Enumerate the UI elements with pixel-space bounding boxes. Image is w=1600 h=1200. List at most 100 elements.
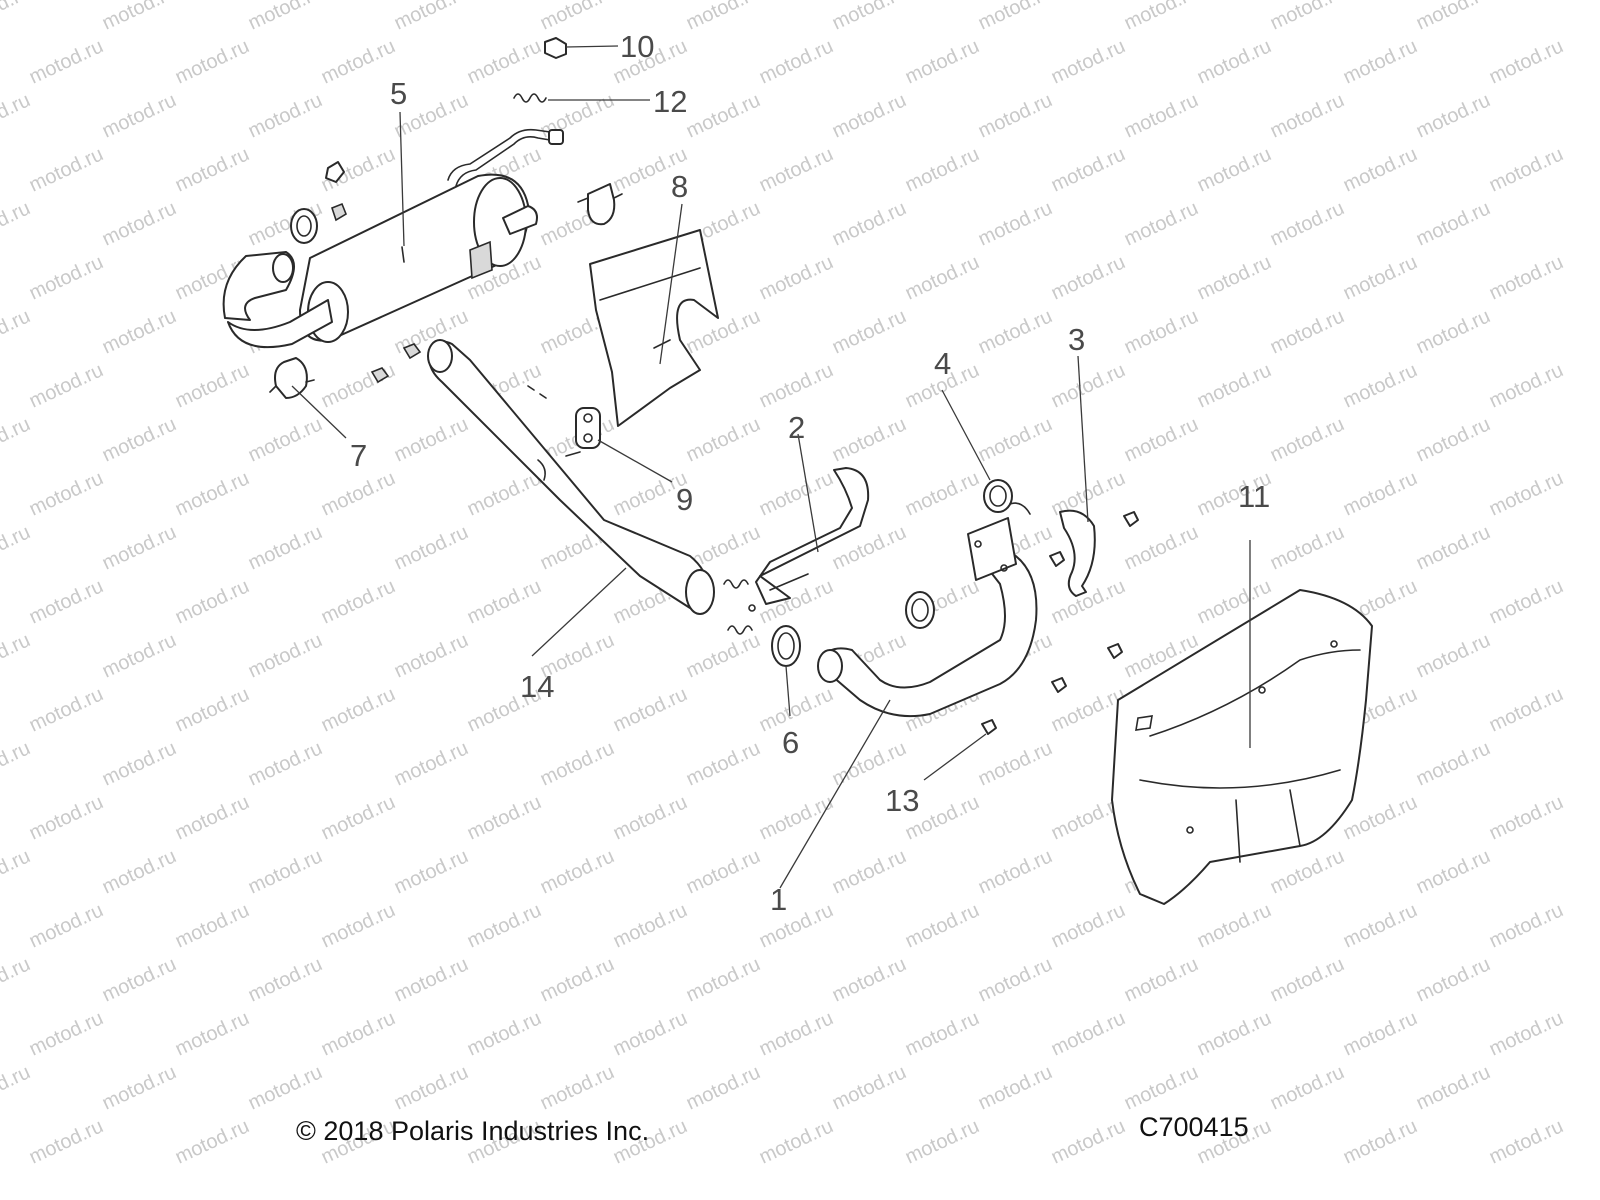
watermark-text: motod.ru	[0, 629, 34, 682]
watermark-text: motod.ru	[902, 467, 983, 520]
watermark-text: motod.ru	[756, 467, 837, 520]
watermark-text: motod.ru	[245, 0, 326, 35]
watermark-text: motod.ru	[99, 737, 180, 790]
watermark-text: motod.ru	[1121, 0, 1202, 35]
watermark-text: motod.ru	[756, 35, 837, 88]
watermark-text: motod.ru	[537, 953, 618, 1006]
watermark-text: motod.ru	[756, 1007, 837, 1060]
watermark-text: motod.ru	[0, 1061, 34, 1114]
watermark-text: motod.ru	[683, 629, 764, 682]
watermark-text: motod.ru	[391, 1061, 472, 1114]
watermark-text: motod.ru	[1194, 359, 1275, 412]
watermark-text: motod.ru	[537, 1061, 618, 1114]
callout-13: 13	[885, 783, 919, 818]
watermark-text: motod.ru	[1486, 1115, 1567, 1168]
watermark-text: motod.ru	[1340, 359, 1421, 412]
watermark-text: motod.ru	[1340, 899, 1421, 952]
watermark-text: motod.ru	[172, 1007, 253, 1060]
watermark-text: motod.ru	[99, 953, 180, 1006]
watermark-text: motod.ru	[1340, 143, 1421, 196]
watermark-text: motod.ru	[683, 737, 764, 790]
heat-shield-lower	[1111, 540, 1373, 905]
watermark-text: motod.ru	[1486, 683, 1567, 736]
exhaust-gasket	[771, 625, 801, 717]
watermark-text: motod.ru	[391, 953, 472, 1006]
watermark-text: motod.ru	[1267, 1061, 1348, 1114]
watermark-text: motod.ru	[1048, 1115, 1129, 1168]
rubber-isolator	[565, 407, 673, 483]
watermark-text: motod.ru	[99, 845, 180, 898]
watermark-text: motod.ru	[99, 1061, 180, 1114]
muffler	[222, 128, 564, 349]
watermark-text: motod.ru	[683, 89, 764, 142]
watermark-text: motod.ru	[1340, 251, 1421, 304]
watermark-text: motod.ru	[683, 953, 764, 1006]
watermark-text: motod.ru	[391, 845, 472, 898]
watermark-text: motod.ru	[172, 899, 253, 952]
watermark-text: motod.ru	[0, 521, 34, 574]
exhaust-pipe-rear	[427, 339, 715, 657]
watermark-text: motod.ru	[0, 413, 34, 466]
heat-shield-upper	[589, 229, 719, 427]
watermark-text: motod.ru	[683, 845, 764, 898]
watermark-text: motod.ru	[1194, 1007, 1275, 1060]
watermark-text: motod.ru	[610, 683, 691, 736]
watermark-text: motod.ru	[0, 0, 34, 35]
watermark-text: motod.ru	[99, 0, 180, 35]
watermark-text: motod.ru	[0, 89, 34, 142]
callout-6: 6	[782, 725, 799, 760]
watermark-text: motod.ru	[1048, 1007, 1129, 1060]
watermark-text: motod.ru	[1048, 575, 1129, 628]
watermark-text: motod.ru	[318, 791, 399, 844]
watermark-text: motod.ru	[1413, 737, 1494, 790]
watermark-text: motod.ru	[1267, 953, 1348, 1006]
watermark-text: motod.ru	[829, 89, 910, 142]
watermark-text: motod.ru	[1413, 845, 1494, 898]
watermark-text: motod.ru	[0, 845, 34, 898]
watermark-text: motod.ru	[245, 845, 326, 898]
watermark-text: motod.ru	[245, 521, 326, 574]
watermark-text: motod.ru	[26, 35, 107, 88]
watermark-text: motod.ru	[829, 413, 910, 466]
watermark-text: motod.ru	[26, 683, 107, 736]
watermark-text: motod.ru	[829, 0, 910, 35]
watermark-text: motod.ru	[902, 1007, 983, 1060]
callout-1: 1	[770, 882, 787, 917]
callout-3: 3	[1068, 322, 1085, 357]
watermark-text: motod.ru	[26, 1007, 107, 1060]
exhaust-header-pipe	[779, 517, 1038, 889]
pipe-heat-shield	[755, 433, 870, 605]
watermark-text: motod.ru	[26, 899, 107, 952]
watermark-text: motod.ru	[1194, 899, 1275, 952]
watermark-text: motod.ru	[1267, 845, 1348, 898]
watermark-text: motod.ru	[829, 1061, 910, 1114]
watermark-text: motod.ru	[172, 791, 253, 844]
watermark-text: motod.ru	[464, 575, 545, 628]
watermark-text: motod.ru	[172, 143, 253, 196]
watermark-text: motod.ru	[464, 1007, 545, 1060]
callout-11: 11	[1238, 479, 1270, 514]
watermark-text: motod.ru	[829, 953, 910, 1006]
callout-12: 12	[653, 84, 687, 119]
watermark-text: motod.ru	[391, 737, 472, 790]
watermark-text: motod.ru	[902, 35, 983, 88]
watermark-text: motod.ru	[1340, 1007, 1421, 1060]
callout-10: 10	[620, 29, 654, 64]
watermark-text: motod.ru	[829, 197, 910, 250]
watermark-text: motod.ru	[99, 197, 180, 250]
watermark-text: motod.ru	[26, 575, 107, 628]
watermark-text: motod.ru	[318, 683, 399, 736]
spring	[513, 93, 650, 103]
watermark-text: motod.ru	[610, 791, 691, 844]
watermark-text: motod.ru	[756, 251, 837, 304]
watermark-text: motod.ru	[1413, 1061, 1494, 1114]
bolt	[923, 511, 1139, 781]
watermark-text: motod.ru	[245, 737, 326, 790]
watermark-text: motod.ru	[1486, 359, 1567, 412]
watermark-text: motod.ru	[0, 953, 34, 1006]
watermark-text: motod.ru	[1267, 197, 1348, 250]
watermark-text: motod.ru	[26, 1115, 107, 1168]
watermark-text: motod.ru	[391, 629, 472, 682]
watermark-text: motod.ru	[1340, 467, 1421, 520]
